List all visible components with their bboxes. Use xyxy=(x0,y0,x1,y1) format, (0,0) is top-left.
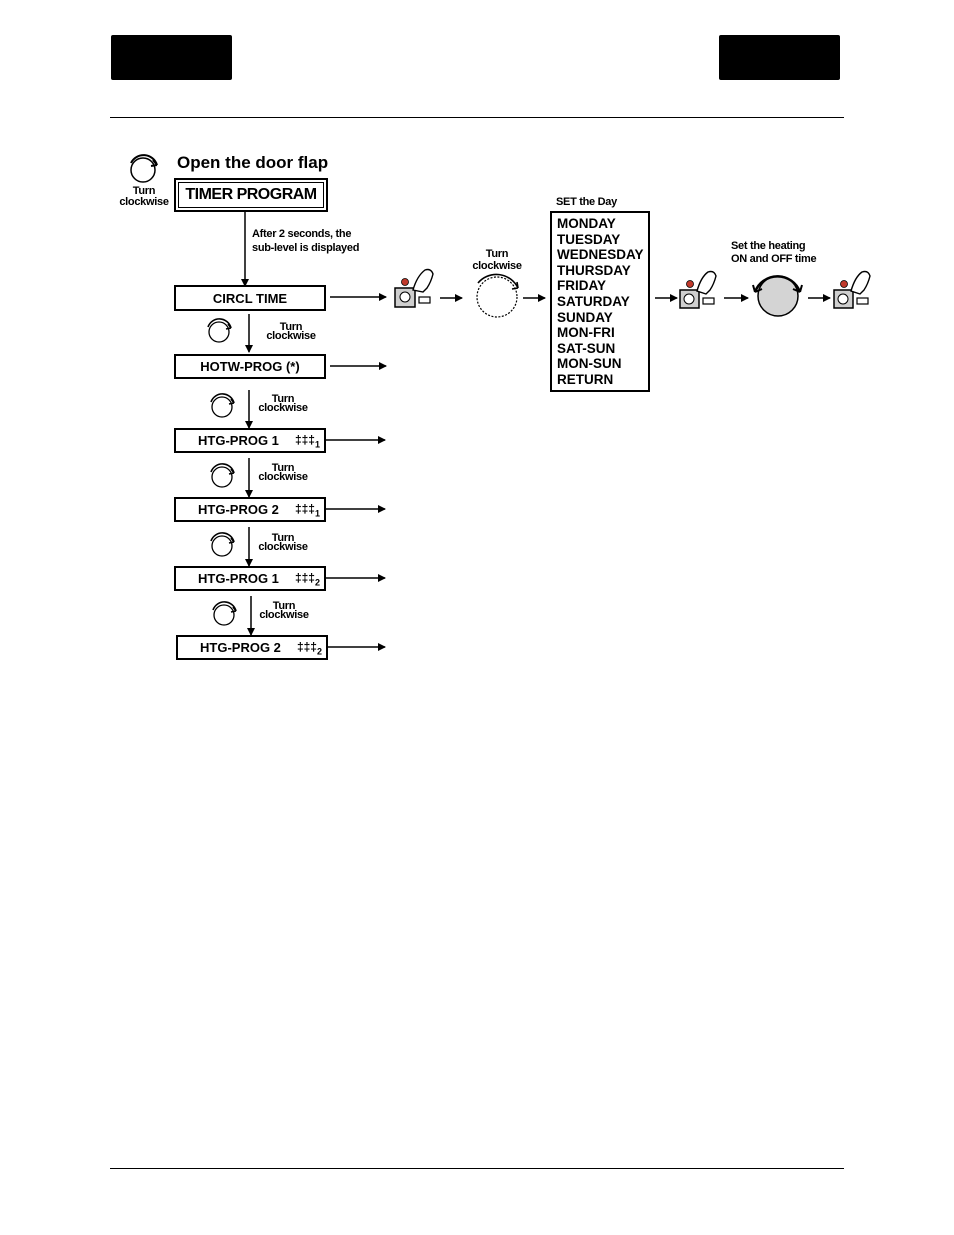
rotary-dial-icon xyxy=(476,273,519,318)
heating-circuit-icon: ‡‡‡2 xyxy=(294,571,320,588)
menu-item-htg-prog-1-circuit-1: HTG-PROG 1 ‡‡‡1 xyxy=(174,428,326,453)
delay-note: After 2 seconds, the sub-level is displa… xyxy=(252,228,360,254)
day-item: TUESDAY xyxy=(557,231,621,247)
heating-time-caption: Set the heating ON and OFF time xyxy=(731,240,817,265)
knob-small-icon xyxy=(207,318,232,343)
day-item: SAT-SUN xyxy=(557,340,616,356)
menu-item-hotw-prog: HOTW-PROG (*) xyxy=(174,354,326,379)
press-button-icon xyxy=(394,268,434,308)
day-item: WEDNESDAY xyxy=(557,247,644,263)
header-rule xyxy=(110,117,844,118)
menu-item-htg-prog-1-circuit-2: HTG-PROG 1 ‡‡‡2 xyxy=(174,566,326,591)
menu-item-circl-time: CIRCL TIME xyxy=(174,285,326,311)
day-item: RETURN xyxy=(557,371,614,387)
day-item: THURSDAY xyxy=(557,262,631,278)
day-item: SATURDAY xyxy=(557,293,630,309)
press-button-icon xyxy=(833,270,871,309)
day-item: MONDAY xyxy=(557,216,616,231)
set-day-title: SET the Day xyxy=(556,196,617,208)
knob-small-icon xyxy=(210,393,235,418)
day-item: MON-FRI xyxy=(557,325,615,341)
heating-circuit-icon: ‡‡‡1 xyxy=(294,502,320,519)
footer-rule xyxy=(110,1168,844,1169)
knob-top-icon xyxy=(130,154,158,183)
knob-small-icon xyxy=(212,601,237,626)
timer-program-display: TIMER PROGRAM xyxy=(174,178,328,212)
day-item: MON-SUN xyxy=(557,356,622,372)
open-door-title: Open the door flap xyxy=(177,153,329,172)
header-right-block xyxy=(719,35,840,80)
menu-item-htg-prog-2-circuit-1: HTG-PROG 2 ‡‡‡1 xyxy=(174,497,326,522)
knob-small-icon xyxy=(210,532,235,557)
knob-top-caption: Turn clockwise xyxy=(119,185,169,208)
day-list: MONDAY TUESDAY WEDNESDAY THURSDAY FRIDAY… xyxy=(550,211,650,392)
timer-program-label: TIMER PROGRAM xyxy=(178,182,324,208)
heating-circuit-icon: ‡‡‡2 xyxy=(296,640,322,657)
heating-circuit-icon: ‡‡‡1 xyxy=(294,433,320,450)
heating-knob-icon xyxy=(752,275,803,317)
header-left-block xyxy=(111,35,232,80)
day-item: SUNDAY xyxy=(557,309,613,325)
day-item: FRIDAY xyxy=(557,278,607,294)
press-button-icon xyxy=(679,270,717,309)
knob-small-icon xyxy=(210,463,235,488)
menu-item-htg-prog-2-circuit-2: HTG-PROG 2 ‡‡‡2 xyxy=(176,635,328,660)
